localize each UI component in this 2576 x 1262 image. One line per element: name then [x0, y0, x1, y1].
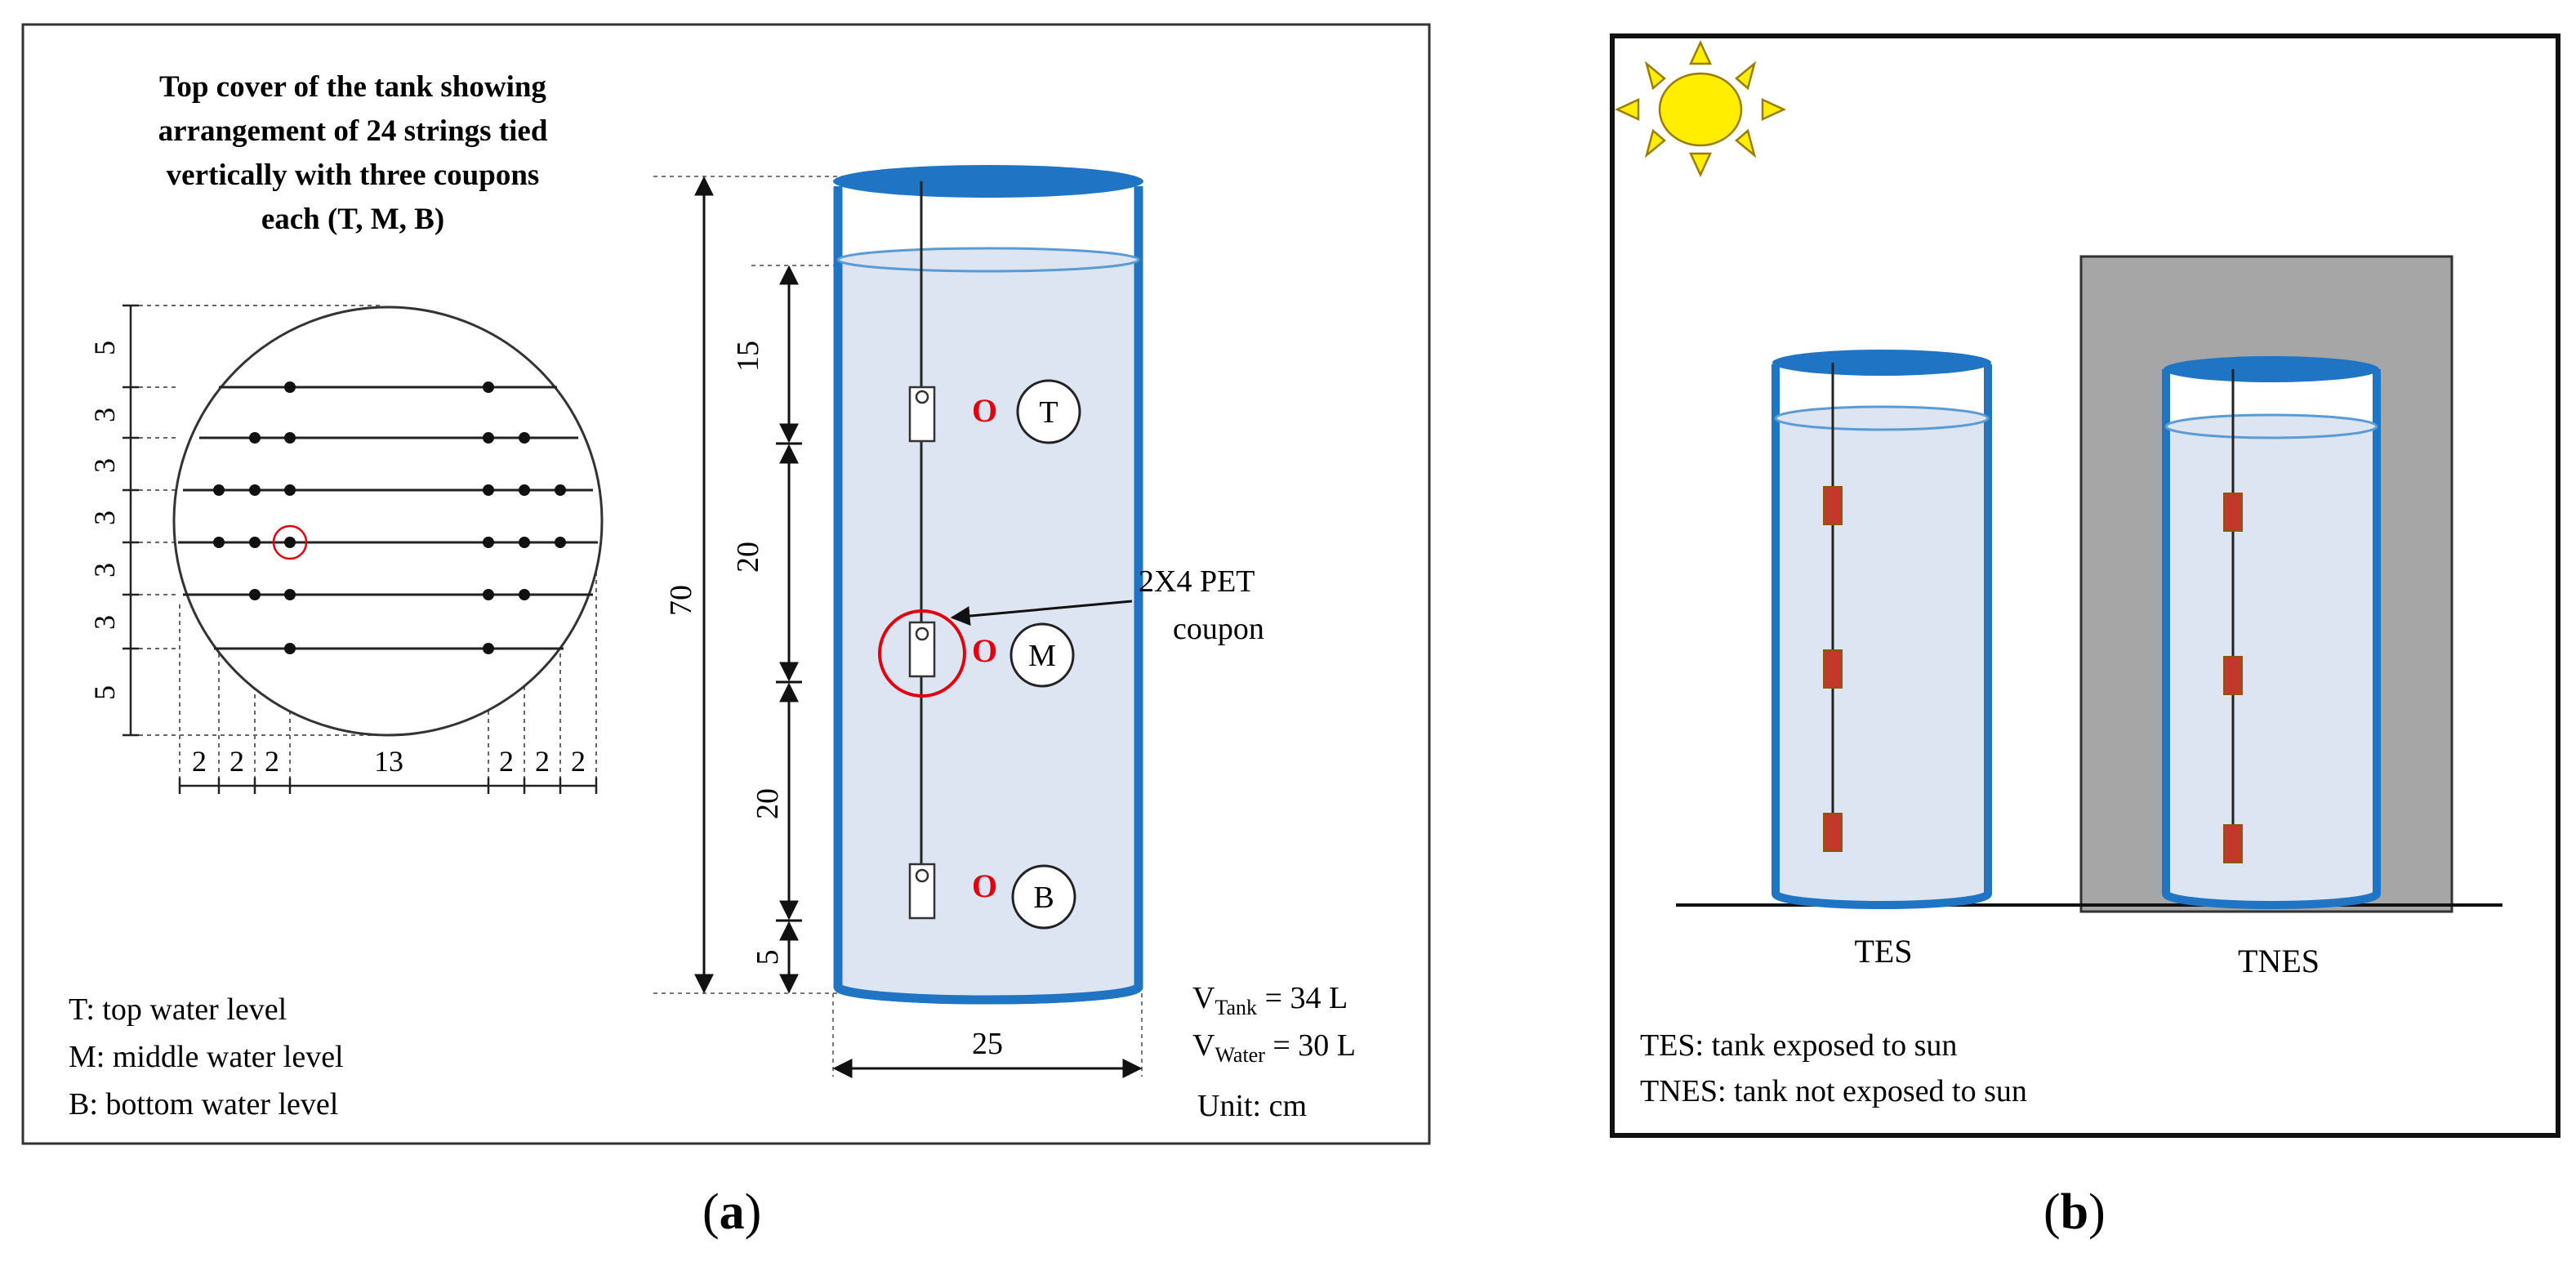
legend-top: T: top water level	[69, 992, 287, 1027]
tes-coupon-bottom	[1823, 813, 1843, 852]
cover-title-line-3: vertically with three coupons	[167, 158, 540, 192]
segment-label-4: 5	[751, 950, 785, 965]
cover-vdim-7: 5	[88, 685, 121, 700]
tank-tes	[1772, 350, 1992, 909]
legend-bottom: B: bottom water level	[69, 1087, 338, 1122]
cover-hdim-2: 2	[230, 745, 244, 778]
cover-title: Top cover of the tank showing arrangemen…	[158, 70, 548, 236]
cover-vdim-4: 3	[88, 511, 121, 525]
cover-vdim-2: 3	[88, 408, 121, 422]
marker-top-label: T	[1039, 395, 1058, 430]
marker-middle-label: M	[1028, 639, 1056, 673]
cover-title-line-1: Top cover of the tank showing	[159, 70, 546, 104]
coupon-highlight-ring	[878, 609, 966, 698]
volume-tank: VTank = 34 L	[1192, 981, 1348, 1019]
tank-width-label: 25	[972, 1027, 1003, 1061]
cover-title-line-2: arrangement of 24 strings tied	[158, 114, 548, 148]
coupon-callout-line-1: 2X4 PET	[1139, 564, 1255, 599]
tank-a: O O O T M B 2X4 PET coupon	[833, 165, 1264, 1005]
tes-label: TES	[1854, 933, 1912, 970]
cover-vdim-6: 3	[88, 615, 121, 630]
legend-middle: M: middle water level	[69, 1040, 344, 1074]
tank-tnes	[2162, 356, 2381, 909]
coupon-callout-line-2: coupon	[1173, 612, 1264, 646]
marker-bottom-label: B	[1033, 881, 1054, 915]
cover-hdim-1: 2	[192, 745, 207, 778]
cover-hdim-3: 2	[265, 745, 279, 778]
tnes-coupon-top	[2223, 493, 2243, 532]
panel-a-legend: T: top water level M: middle water level…	[69, 992, 344, 1122]
tes-coupon-middle	[1823, 649, 1843, 689]
cover-vdim-1: 5	[88, 341, 121, 355]
tnes-coupon-bottom	[2223, 824, 2243, 863]
segment-label-2: 20	[731, 542, 765, 573]
legend-tes: TES: tank exposed to sun	[1640, 1028, 1957, 1063]
cover-hdim-7: 2	[571, 745, 586, 778]
marker-bottom-symbol: O	[972, 867, 997, 904]
panel-b: TES TNES TES: tank exposed to sun TNES: …	[1610, 33, 2560, 1240]
unit-label: Unit: cm	[1197, 1089, 1307, 1123]
tank-a-water-surface	[836, 247, 1140, 273]
cover-title-line-4: each (T, M, B)	[261, 203, 444, 236]
cover-hdim-6: 2	[535, 745, 550, 778]
panel-b-legend: TES: tank exposed to sun TNES: tank not …	[1640, 1028, 2027, 1108]
panel-a-caption: (a)	[702, 1184, 761, 1240]
segment-label-1: 15	[731, 341, 765, 372]
sun-icon	[1615, 40, 1786, 177]
tank-height-label: 70	[664, 585, 698, 616]
cover-hdim-5: 2	[499, 745, 514, 778]
panel-b-caption: (b)	[2043, 1184, 2106, 1240]
marker-top-symbol: O	[972, 392, 997, 429]
top-cover-diagram: 5 3 3 3 3 3 5 2 2	[88, 304, 604, 794]
marker-middle-symbol: O	[972, 632, 997, 669]
tank-a-water	[838, 260, 1139, 1000]
tnes-coupon-middle	[2223, 656, 2243, 695]
cover-vdim-3: 3	[88, 458, 121, 473]
highlighted-knot-ring	[272, 524, 308, 560]
tank-cover-circle	[172, 305, 604, 737]
tnes-label: TNES	[2238, 943, 2320, 979]
tank-a-lid	[833, 165, 1143, 198]
segment-label-3: 20	[751, 788, 785, 819]
coupon-callout-arrow	[950, 600, 1133, 626]
volume-water: VWater = 30 L	[1192, 1028, 1356, 1067]
cover-hdim-4: 13	[374, 745, 403, 778]
cover-vdim-5: 3	[88, 563, 121, 577]
tank-volumes: VTank = 34 L VWater = 30 L Unit: cm	[1192, 981, 1356, 1123]
legend-tnes: TNES: tank not exposed to sun	[1640, 1074, 2027, 1108]
tank-dimension-lines: 70 15 20 20 5 25	[653, 176, 1143, 1078]
panel-a: Top cover of the tank showing arrangemen…	[21, 23, 1431, 1240]
tes-coupon-top	[1823, 486, 1843, 525]
